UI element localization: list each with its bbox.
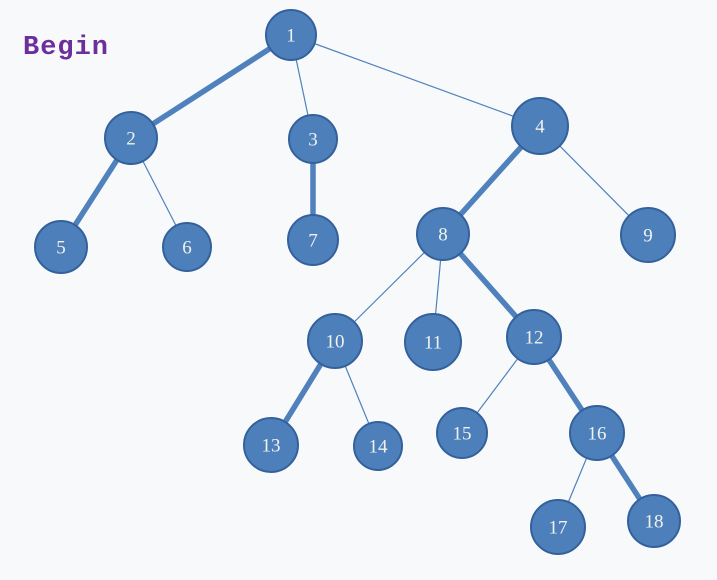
- node-label-8: 8: [438, 225, 448, 246]
- node-11[interactable]: 11: [404, 313, 462, 371]
- node-1[interactable]: 1: [265, 9, 317, 61]
- node-circle-18[interactable]: [627, 494, 681, 548]
- node-6[interactable]: 6: [162, 222, 212, 272]
- node-label-7: 7: [308, 231, 318, 252]
- node-circle-2[interactable]: [104, 111, 158, 165]
- node-label-12: 12: [525, 328, 544, 349]
- node-label-2: 2: [126, 129, 136, 150]
- node-label-14: 14: [369, 437, 389, 458]
- edge-1-2-highlighted: [129, 32, 293, 141]
- node-5[interactable]: 5: [34, 220, 88, 274]
- node-3[interactable]: 3: [288, 114, 338, 164]
- begin-label: Begin: [23, 33, 110, 63]
- node-10[interactable]: 10: [307, 313, 363, 369]
- node-circle-1[interactable]: [265, 9, 317, 61]
- node-circle-12[interactable]: [506, 309, 562, 365]
- node-18[interactable]: 18: [627, 494, 681, 548]
- node-7[interactable]: 7: [287, 214, 339, 266]
- node-circle-13[interactable]: [243, 417, 299, 473]
- node-circle-6[interactable]: [162, 222, 212, 272]
- node-label-9: 9: [643, 226, 653, 247]
- node-label-17: 17: [549, 518, 568, 539]
- node-8[interactable]: 8: [416, 207, 470, 261]
- edge-1-4: [290, 34, 541, 127]
- node-13[interactable]: 13: [243, 417, 299, 473]
- node-label-6: 6: [182, 238, 192, 259]
- node-circle-9[interactable]: [620, 207, 676, 263]
- node-16[interactable]: 16: [569, 405, 625, 461]
- node-label-5: 5: [56, 238, 66, 259]
- node-label-18: 18: [645, 512, 664, 533]
- node-circle-15[interactable]: [436, 407, 488, 459]
- node-circle-8[interactable]: [416, 207, 470, 261]
- node-14[interactable]: 14: [353, 421, 403, 471]
- node-circle-14[interactable]: [353, 421, 403, 471]
- node-label-13: 13: [262, 436, 281, 457]
- node-circle-16[interactable]: [569, 405, 625, 461]
- node-15[interactable]: 15: [436, 407, 488, 459]
- node-label-11: 11: [424, 333, 442, 354]
- node-label-1: 1: [286, 26, 296, 47]
- node-circle-10[interactable]: [307, 313, 363, 369]
- node-label-4: 4: [535, 117, 545, 138]
- node-circle-7[interactable]: [287, 214, 339, 266]
- node-circle-5[interactable]: [34, 220, 88, 274]
- node-9[interactable]: 9: [620, 207, 676, 263]
- node-circle-3[interactable]: [288, 114, 338, 164]
- node-circle-17[interactable]: [530, 499, 586, 555]
- node-17[interactable]: 17: [530, 499, 586, 555]
- node-label-15: 15: [453, 424, 472, 445]
- node-4[interactable]: 4: [511, 97, 569, 155]
- node-2[interactable]: 2: [104, 111, 158, 165]
- node-circle-4[interactable]: [511, 97, 569, 155]
- node-12[interactable]: 12: [506, 309, 562, 365]
- node-label-16: 16: [588, 424, 607, 445]
- node-label-10: 10: [326, 332, 345, 353]
- node-circle-11[interactable]: [404, 313, 462, 371]
- node-label-3: 3: [308, 130, 318, 151]
